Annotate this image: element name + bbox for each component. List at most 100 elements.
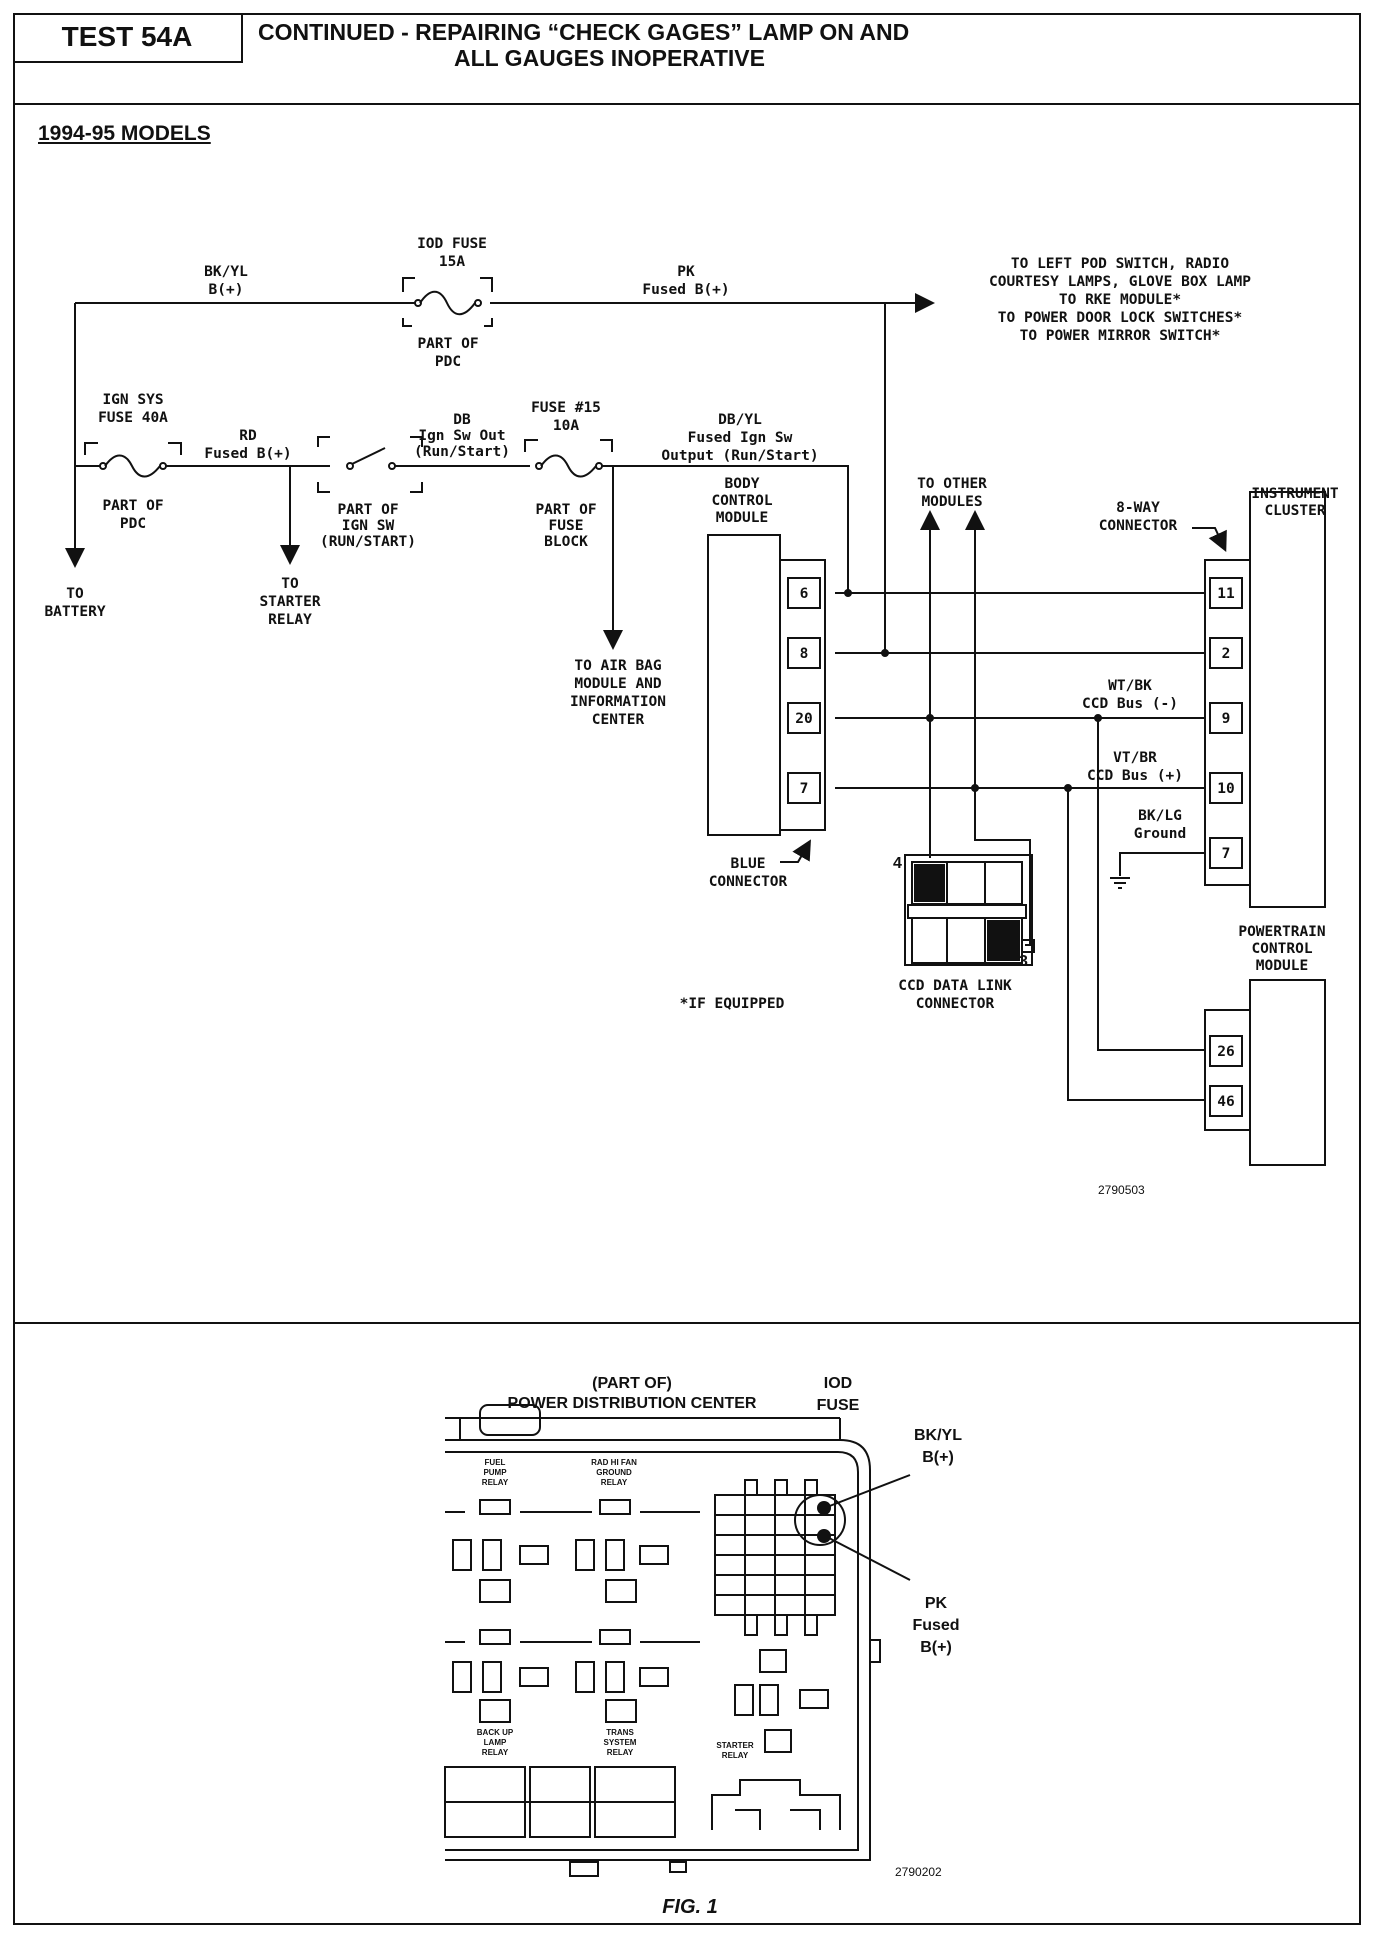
db-run-start: (Run/Start) (414, 444, 510, 460)
bcm-label-2: CONTROL (711, 493, 772, 509)
cluster-label-2: CLUSTER (1264, 503, 1325, 519)
test-number-box: TEST 54A (13, 13, 243, 63)
vtbr-label: VT/BR (1113, 750, 1157, 766)
to-starter-relay: RELAY (268, 612, 312, 628)
rd-label: RD (239, 428, 257, 444)
cluster-pin-label: 2 (1222, 646, 1231, 662)
ccd-pin-3-label: 3 (1019, 953, 1028, 970)
fuse-block-part-of: PART OF (535, 502, 596, 518)
bcm-pin-label: 7 (800, 781, 809, 797)
ign-sw-label: IGN SW (342, 518, 395, 534)
if-equipped-note: *IF EQUIPPED (680, 996, 785, 1012)
to-other-2: MODULES (921, 494, 982, 510)
pk-fused-label: Fused B(+) (642, 282, 729, 298)
starter-relay-2: RELAY (722, 1751, 749, 1760)
rad-fan-1: RAD HI FAN (591, 1458, 637, 1467)
fuel-pump-2: PUMP (483, 1468, 507, 1477)
wtbk-label: WT/BK (1108, 678, 1152, 694)
iod-fuse-label: IOD FUSE (417, 236, 487, 252)
trans-3: RELAY (607, 1748, 634, 1757)
pcm-label-2: CONTROL (1251, 941, 1312, 957)
bkyl-bplus: B(+) (209, 282, 244, 298)
pk-leader (826, 1536, 911, 1581)
to-battery-label: BATTERY (44, 604, 105, 620)
bcm-pin-label: 20 (795, 711, 812, 727)
fuel-pump-3: RELAY (482, 1478, 509, 1487)
pdc-top-part-of: PART OF (417, 336, 478, 352)
rad-fan-3: RELAY (601, 1478, 628, 1487)
dest-note-1: TO LEFT POD SWITCH, RADIO (1011, 256, 1230, 272)
cluster-label-1: INSTRUMENT (1251, 486, 1339, 502)
dest-note-5: TO POWER MIRROR SWITCH* (1020, 328, 1221, 344)
title-line-2: ALL GAUGES INOPERATIVE (454, 45, 765, 71)
bcm-pins: 6 8 20 7 (787, 577, 821, 804)
diagram-id-1: 2790503 (1098, 1183, 1145, 1197)
bcm-pin: 8 (787, 637, 821, 669)
bkyl-label: BK/YL (204, 264, 248, 280)
cluster-pins: 11 2 9 10 7 (1209, 577, 1243, 869)
cluster-pin: 9 (1209, 702, 1243, 734)
pk-label: PK (677, 264, 695, 280)
dest-note-2: COURTESY LAMPS, GLOVE BOX LAMP (989, 274, 1251, 290)
title-line-1: CONTINUED - REPAIRING “CHECK GAGES” LAMP… (258, 19, 910, 45)
trans-1: TRANS (606, 1728, 634, 1737)
pcm-pin-label: 26 (1217, 1044, 1234, 1060)
bcm-pin: 20 (787, 702, 821, 734)
test-label: TEST 54A (61, 21, 193, 52)
ccd-label-2: CONNECTOR (916, 996, 995, 1012)
page-title: CONTINUED - REPAIRING “CHECK GAGES” LAMP… (258, 19, 909, 71)
bkyl-terminal (817, 1501, 831, 1515)
bcm-body (707, 534, 781, 836)
section-divider (13, 1322, 1361, 1324)
cluster-pin: 2 (1209, 637, 1243, 669)
pk-fig-fused: Fused (912, 1617, 959, 1634)
pk-terminal (817, 1529, 831, 1543)
pk-fig-label: PK (925, 1595, 948, 1612)
pdc-left-part-of: PART OF (102, 498, 163, 514)
cluster-pin-label: 10 (1217, 781, 1234, 797)
cluster-pin: 11 (1209, 577, 1243, 609)
cluster-pin-label: 7 (1222, 846, 1231, 862)
ign-sys-label: IGN SYS (102, 392, 163, 408)
bcm-pin-label: 8 (800, 646, 809, 662)
pcm-body (1249, 979, 1326, 1166)
ccd-pin-4-fill (914, 864, 945, 902)
cluster-pin-label: 9 (1222, 711, 1231, 727)
trans-2: SYSTEM (604, 1738, 637, 1747)
rad-fan-2: GROUND (596, 1468, 632, 1477)
dbyl-label: DB/YL (718, 412, 762, 428)
bcm-label-3: MODULE (716, 510, 768, 526)
ign-sw-run-start: (RUN/START) (320, 534, 416, 550)
vtbr-bus: CCD Bus (+) (1087, 768, 1183, 784)
pdc-name: POWER DISTRIBUTION CENTER (508, 1395, 757, 1412)
header-divider (13, 103, 1361, 105)
bcm-pin: 6 (787, 577, 821, 609)
eight-way-1: 8-WAY (1116, 500, 1160, 516)
wire-ground (1119, 852, 1205, 876)
to-other-1: TO OTHER (917, 476, 987, 492)
ccd-data-link-connector (904, 854, 1035, 966)
back-up-1: BACK UP (477, 1728, 514, 1737)
to-battery-to: TO (66, 586, 84, 602)
ign-sys-fuse-symbol (84, 442, 182, 478)
pcm-pin-label: 46 (1217, 1094, 1234, 1110)
cluster-body (1249, 491, 1326, 908)
wtbk-bus: CCD Bus (-) (1082, 696, 1178, 712)
pdc-illustration (444, 1404, 911, 1877)
bkyl-leader (826, 1474, 911, 1508)
section-label: 1994-95 MODELS (38, 122, 211, 145)
fuse-block-block: BLOCK (544, 534, 588, 550)
figure-caption: FIG. 1 (662, 1896, 718, 1918)
bkyl-fig-bplus: B(+) (922, 1449, 954, 1466)
page-frame (13, 13, 1361, 1925)
bcm-connector-housing (779, 559, 826, 831)
iod-fuse-rating: 15A (439, 254, 465, 270)
pcm-label-1: POWERTRAIN (1238, 924, 1325, 940)
cluster-pin: 7 (1209, 837, 1243, 869)
back-up-3: RELAY (482, 1748, 509, 1757)
dbyl-fused-ign: Fused Ign Sw (688, 430, 793, 446)
pcm-label-3: MODULE (1256, 958, 1308, 974)
bcm-pin: 7 (787, 772, 821, 804)
